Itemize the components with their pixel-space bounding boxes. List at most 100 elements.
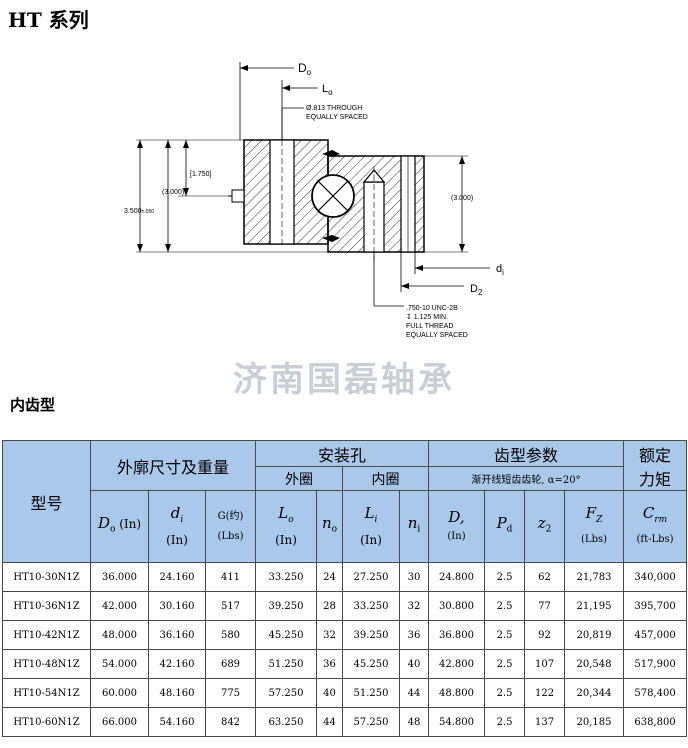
cell-model: HT10-36N1Z (2, 591, 91, 621)
header-inner: 内圈 (341, 466, 430, 491)
cell-no: 44 (316, 707, 343, 737)
cell-weight: 517 (205, 591, 256, 621)
lo-dimension-label: Lo (322, 83, 333, 97)
cell-pitch-diameter: 42.800 (428, 649, 486, 679)
cell-di: 36.160 (148, 620, 206, 650)
cell-fz: 20,819 (564, 620, 625, 650)
cell-weight: 842 (205, 707, 256, 737)
cell-lo: 45.250 (255, 620, 317, 650)
cell-di: 48.160 (148, 678, 206, 708)
cell-model: HT10-60N1Z (2, 707, 91, 737)
cell-crm: 340,000 (623, 562, 688, 592)
thread-note-1: .750-10 UNC-2B (406, 305, 458, 312)
cell-di: 30.160 (148, 591, 206, 621)
cell-z2: 107 (524, 649, 566, 679)
cell-do: 66.000 (90, 707, 149, 737)
thread-note-4: EQUALLY SPACED (406, 332, 468, 339)
height-3000-left-label: (3.000) (162, 189, 184, 196)
do-dimension-label: Do (298, 61, 312, 77)
cell-z2: 62 (524, 562, 566, 592)
cell-di: 54.160 (148, 707, 206, 737)
cell-fz: 21,783 (564, 562, 625, 592)
cell-lo: 57.250 (255, 678, 317, 708)
cell-pitch-diameter: 54.800 (428, 707, 486, 737)
hole-note-2: EQUALLY SPACED (306, 114, 368, 121)
cell-ni: 40 (398, 649, 430, 679)
cell-ni: 30 (398, 562, 430, 592)
header-gear: 齿型参数 (428, 440, 625, 467)
cell-weight: 411 (205, 562, 256, 592)
header-pd: Pd (484, 490, 526, 563)
cell-ni: 36 (398, 620, 430, 650)
dim-1750-label: [1.750] (190, 171, 211, 178)
cell-crm: 638,800 (623, 707, 688, 737)
header-rated: 额定 力矩 (623, 440, 688, 491)
header-no: no (316, 490, 343, 563)
header-lo: Lo(In) (255, 490, 317, 563)
cell-pd: 2.5 (484, 707, 526, 737)
cell-weight: 580 (205, 620, 256, 650)
header-fz: FZ(Lbs) (564, 490, 625, 563)
header-model: 型号 (2, 440, 91, 563)
cell-model: HT10-42N1Z (2, 620, 91, 650)
header-z2: z2 (524, 490, 566, 563)
header-crm: Crm(ft-Lbs) (623, 490, 688, 563)
cell-lo: 51.250 (255, 649, 317, 679)
cell-crm: 457,000 (623, 620, 688, 650)
header-ni: ni (398, 490, 430, 563)
thread-note-2: ↧ 1.125 MIN. (406, 313, 448, 321)
cell-no: 36 (316, 649, 343, 679)
header-mount: 安装孔 (254, 440, 430, 467)
cell-pitch-diameter: 24.800 (428, 562, 486, 592)
cell-fz: 21,195 (564, 591, 625, 621)
cell-no: 28 (316, 591, 343, 621)
height-3000-right-label: (3.000) (451, 195, 473, 202)
cell-z2: 77 (524, 591, 566, 621)
hole-note-1: Ø.813 THROUGH (306, 105, 362, 112)
cell-model: HT10-54N1Z (2, 678, 91, 708)
spec-table: 型号 外廓尺寸及重量 安装孔 齿型参数 额定 力矩 外圈 内圈 渐开线短齿齿轮,… (2, 440, 688, 737)
cell-li: 51.250 (342, 678, 400, 708)
d2-dimension-label: D2 (470, 283, 483, 297)
header-g: G(约)(Lbs) (205, 490, 256, 563)
cell-li: 57.250 (342, 707, 400, 737)
cell-weight: 689 (205, 649, 256, 679)
cell-pd: 2.5 (484, 620, 526, 650)
cell-no: 40 (316, 678, 343, 708)
cell-do: 36.000 (90, 562, 149, 592)
cell-do: 54.000 (90, 649, 149, 679)
cell-fz: 20,185 (564, 707, 625, 737)
cell-z2: 137 (524, 707, 566, 737)
header-di: di(In) (148, 490, 206, 563)
cell-pd: 2.5 (484, 562, 526, 592)
header-outer: 外圈 (255, 466, 343, 491)
cell-fz: 20,344 (564, 678, 625, 708)
cell-no: 24 (316, 562, 343, 592)
cell-pitch-diameter: 48.800 (428, 678, 486, 708)
cell-crm: 395,700 (623, 591, 688, 621)
cell-li: 45.250 (342, 649, 400, 679)
watermark-text: 济南国磊轴承 (233, 360, 455, 400)
cell-do: 60.000 (90, 678, 149, 708)
cell-do: 48.000 (90, 620, 149, 650)
cell-z2: 122 (524, 678, 566, 708)
cell-no: 32 (316, 620, 343, 650)
bearing-cross-section-drawing: Do Lo Ø.813 THROUGH EQUALLY SPACED 3.500… (124, 61, 504, 339)
cell-lo: 63.250 (255, 707, 317, 737)
cell-lo: 39.250 (255, 591, 317, 621)
header-outline: 外廓尺寸及重量 (90, 440, 256, 491)
cell-di: 42.160 (148, 649, 206, 679)
cell-weight: 775 (205, 678, 256, 708)
cell-ni: 44 (398, 678, 430, 708)
header-gear-note: 渐开线短齿齿轮, α=20° (428, 466, 625, 491)
cell-model: HT10-30N1Z (2, 562, 91, 592)
cell-ni: 32 (398, 591, 430, 621)
cell-pd: 2.5 (484, 649, 526, 679)
cell-li: 27.250 (342, 562, 400, 592)
cell-ni: 48 (398, 707, 430, 737)
